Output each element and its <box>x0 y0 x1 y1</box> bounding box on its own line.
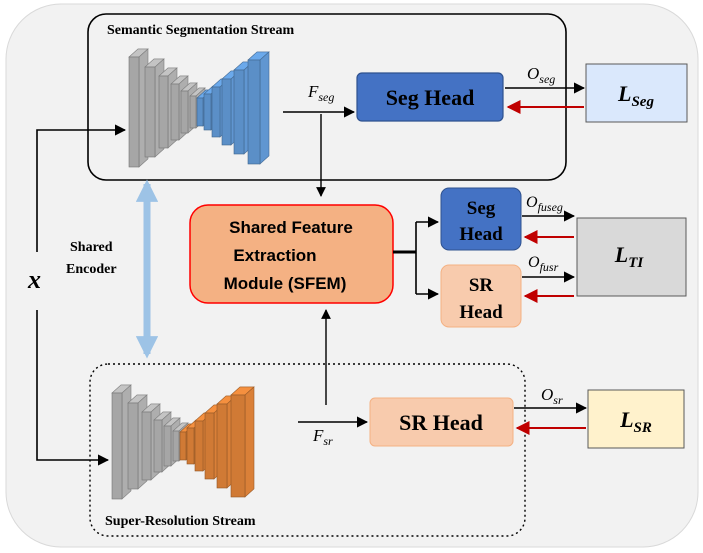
shared-encoder-label-line1: Shared <box>70 240 113 255</box>
fuse-sr-head-line2: Head <box>459 302 503 323</box>
sr-loss-label: LSR <box>619 407 652 436</box>
encoder-layer <box>144 66 156 158</box>
seg-stream-frame <box>87 13 567 181</box>
fuse-seg-head-box <box>440 187 522 251</box>
encoder-layer <box>111 392 123 500</box>
encoder-layer <box>244 386 255 498</box>
shared-encoder-label-line2: Encoder <box>66 262 117 277</box>
input-to-seg-arrow <box>36 124 127 252</box>
fsr-label: Fsr <box>312 426 333 448</box>
sr-stream-title: Super-Resolution Stream <box>105 514 256 529</box>
fuse-sr-head-box <box>440 264 522 328</box>
encoder-layer <box>211 86 221 138</box>
encoder-layer <box>153 419 163 473</box>
fuse-sr-head-line1: SR <box>469 275 494 296</box>
fseg-label: Fseg <box>307 82 334 104</box>
oseg-label: Oseg <box>527 64 555 86</box>
osr-label: Osr <box>541 385 563 407</box>
seg-stream-title: Semantic Segmentation Stream <box>107 23 294 38</box>
fuse-seg-head-line2: Head <box>459 224 503 245</box>
ti-loss-box <box>576 217 687 297</box>
seg-loss-box <box>585 63 688 123</box>
seg-head-label: Seg Head <box>386 85 475 110</box>
input-to-sr-arrow <box>36 310 110 466</box>
seg-loss-label: LSeg <box>617 81 654 110</box>
encoder-layer <box>170 83 180 141</box>
encoder-layer <box>196 97 204 127</box>
encoder-layer <box>216 403 228 489</box>
encoder-layer <box>128 56 140 168</box>
sfem-label-line3: Module (SFEM) <box>224 274 347 293</box>
encoder-layer <box>158 75 169 149</box>
encoder-layer <box>163 425 172 467</box>
encoder-layer <box>259 51 270 165</box>
encoder-layer <box>180 90 189 134</box>
encoder-layer <box>221 78 232 146</box>
encoder-layer <box>189 95 197 129</box>
input-x-label: x <box>27 265 41 294</box>
ofuseg-label: Ofuseg <box>526 194 563 214</box>
sr-loss-box <box>587 389 685 449</box>
encoder-layer <box>179 431 187 461</box>
sr-encoder <box>111 384 255 500</box>
encoder-layer <box>141 411 152 481</box>
encoder-layer <box>172 430 180 462</box>
seg-encoder <box>128 48 270 168</box>
ofusr-label: Ofusr <box>528 254 559 274</box>
fuse-seg-head-line1: Seg <box>467 198 496 219</box>
sfem-box <box>189 204 394 304</box>
encoder-layer <box>186 427 195 465</box>
encoder-layer <box>233 69 245 155</box>
encoder-layer <box>127 402 139 490</box>
encoder-layer <box>247 59 261 165</box>
encoder-layer <box>204 412 215 480</box>
encoder-layer <box>203 93 212 131</box>
sfem-label-line1: Shared Feature <box>229 218 353 237</box>
sfem-label-line2: Extraction <box>233 246 316 265</box>
ti-loss-label: LTI <box>614 242 645 271</box>
sr-head-label: SR Head <box>399 410 483 435</box>
seg-head-box <box>356 72 504 122</box>
encoder-layer <box>230 394 246 498</box>
encoder-layer <box>194 420 204 472</box>
sr-stream-frame <box>89 363 526 537</box>
sr-head-box <box>369 397 514 447</box>
